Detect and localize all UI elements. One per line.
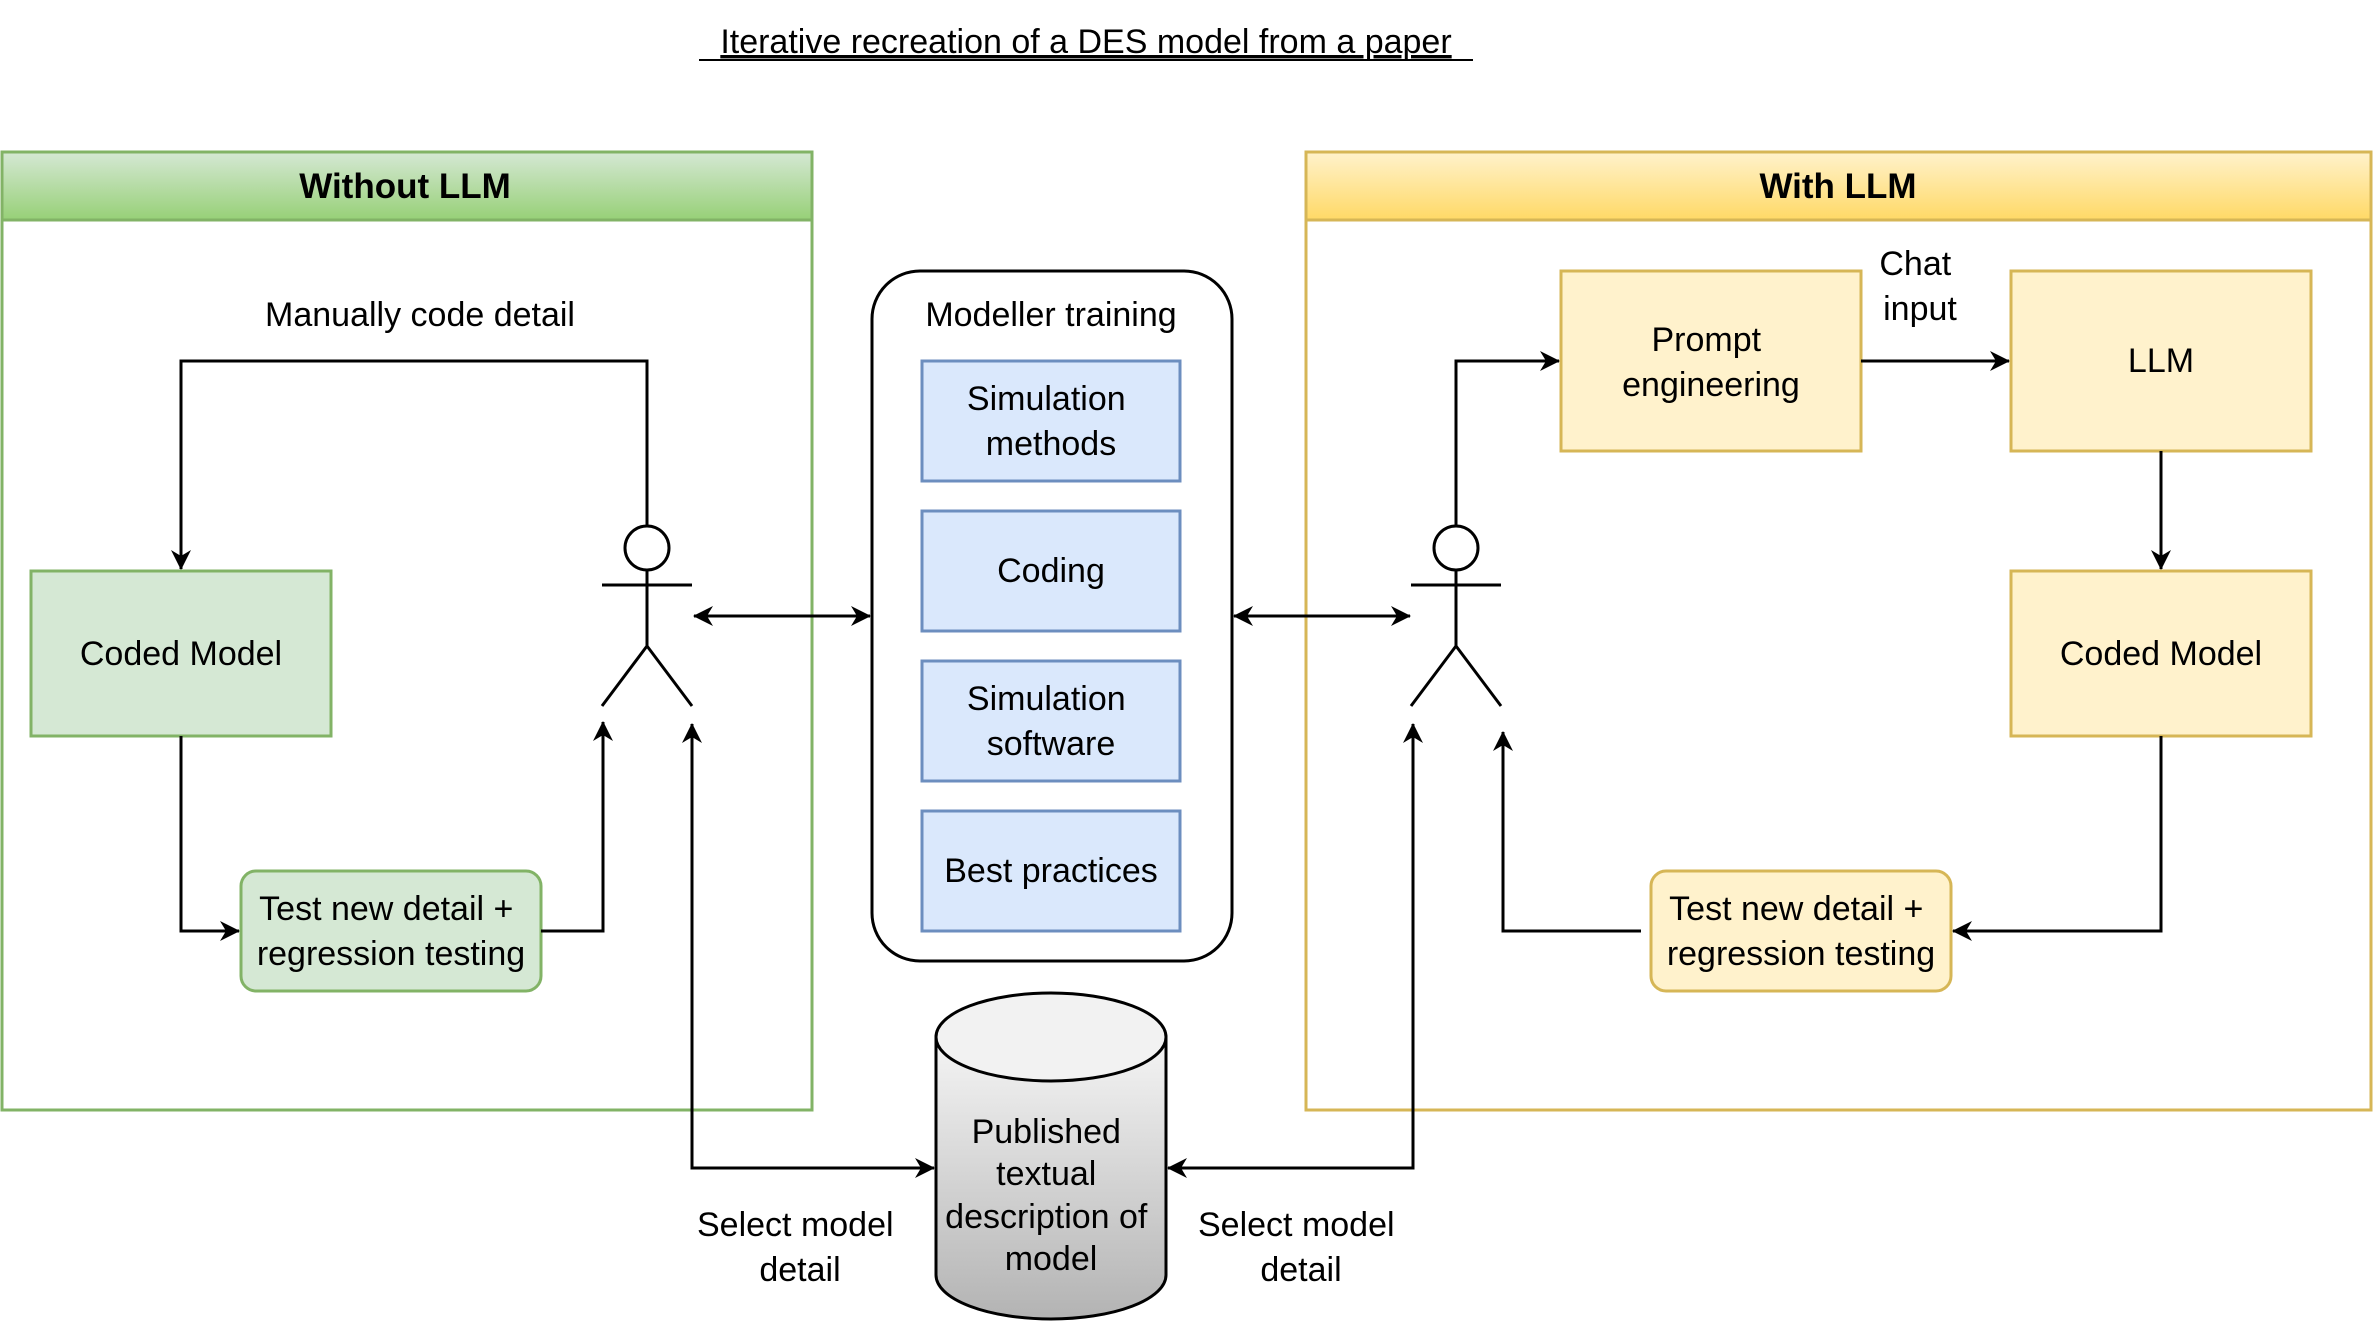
coded-model-label-left: Coded Model <box>80 635 282 673</box>
database-cylinder-top <box>934 991 1168 1083</box>
llm-box <box>2009 269 2313 453</box>
without-llm-panel: Without LLM Manually code detail Coded M… <box>0 150 814 1112</box>
prompt-engineering-label: Prompt engineering <box>1622 321 1800 404</box>
training-item-simulation-software-label: Simulation software <box>967 680 1135 763</box>
test-regression-box-left <box>239 869 543 993</box>
coded-model-label-right: Coded Model <box>2060 635 2262 673</box>
prompt-engineering-box <box>1559 269 1863 453</box>
select-detail-arrow-right <box>1167 723 1423 1178</box>
manually-code-detail-label: Manually code detail <box>265 296 575 334</box>
chat-input-label: Chat input <box>1879 245 1960 328</box>
published-description-database: Published textual description of model <box>934 991 1168 1321</box>
coded-to-test-arrow-right <box>1952 736 2163 941</box>
modeller-to-prompt-arrow <box>1454 351 1560 525</box>
training-item-simulation-software <box>920 659 1182 783</box>
select-model-detail-label-right: Select model detail <box>1198 1206 1404 1289</box>
manual-code-arrow <box>171 359 649 570</box>
test-to-modeller-arrow-left <box>541 721 613 933</box>
with-llm-panel: With LLM Prompt engineering Chat input L… <box>1304 150 2373 1112</box>
modeller-figure-left-icon <box>600 524 694 707</box>
database-label: Published textual description of model <box>945 1113 1157 1278</box>
with-llm-header <box>1304 150 2373 222</box>
test-to-modeller-arrow-right <box>1493 731 1641 933</box>
without-llm-header-label: Without LLM <box>299 167 511 206</box>
training-item-simulation-methods <box>920 359 1182 483</box>
coded-model-box-left <box>29 569 333 738</box>
modeller-figure-right-icon <box>1409 524 1503 707</box>
training-item-simulation-methods-label: Simulation methods <box>967 380 1135 463</box>
database-cylinder-body <box>934 1035 1168 1321</box>
training-item-coding <box>920 509 1182 633</box>
without-llm-header <box>0 150 814 222</box>
test-regression-box-right <box>1649 869 1953 993</box>
test-regression-label-left: Test new detail + regression testing <box>257 890 525 973</box>
coded-model-box-right <box>2009 569 2313 738</box>
training-item-best-practices-label: Best practices <box>944 852 1158 890</box>
diagram-title: Iterative recreation of a DES model from… <box>720 23 1451 61</box>
modeller-training-title: Modeller training <box>925 296 1176 334</box>
coded-to-test-arrow-left <box>179 736 240 941</box>
llm-label: LLM <box>2128 342 2194 380</box>
test-regression-label-right: Test new detail + regression testing <box>1667 890 1935 973</box>
modeller-training-group: Modeller training Simulation methods Cod… <box>870 269 1234 963</box>
select-detail-arrow-left <box>682 723 935 1178</box>
with-llm-header-label: With LLM <box>1759 167 1916 206</box>
select-model-detail-label-left: Select model detail <box>697 1206 903 1289</box>
training-item-coding-label: Coding <box>997 552 1105 590</box>
